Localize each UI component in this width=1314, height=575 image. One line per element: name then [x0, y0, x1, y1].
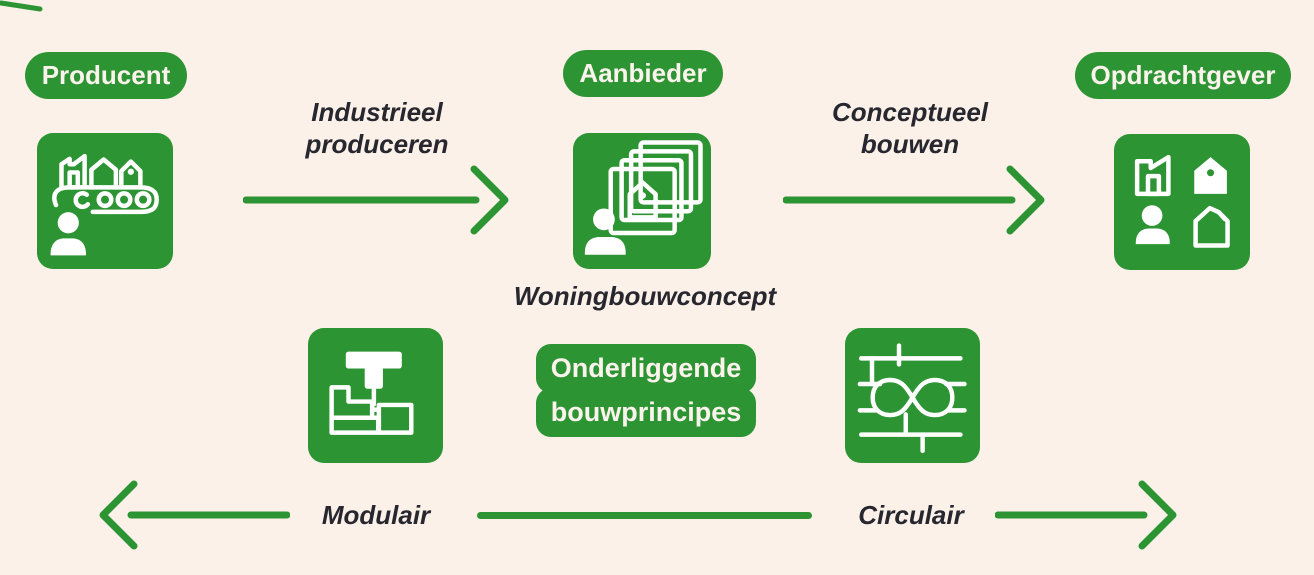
arrow-right-icon	[243, 165, 509, 235]
arrow-left-icon	[99, 480, 290, 550]
process-label-line1: Industrieel	[311, 97, 443, 127]
aanbieder-badge-label: Aanbieder	[579, 58, 707, 88]
arrow-right-icon	[995, 480, 1177, 550]
process-label-conceptueel-bouwen: Conceptueel bouwen	[810, 97, 1010, 160]
arrow-right-icon	[783, 165, 1045, 235]
badge-line2-text: bouwprincipes	[550, 397, 742, 427]
bouwprincipes-badge-line1: Onderliggende	[535, 344, 757, 393]
process-label-line2: produceren	[305, 128, 449, 159]
modular-blocks-icon	[308, 328, 443, 463]
circulair-label-text: Circulair	[858, 500, 964, 530]
woningbouwconcept-caption: Woningbouwconcept	[510, 281, 780, 312]
process-label-industrieel-produceren: Industrieel produceren	[277, 97, 477, 160]
producent-badge: Producent	[25, 52, 187, 99]
badge-line1-text: Onderliggende	[550, 353, 742, 383]
client-overview-icon	[1114, 134, 1250, 270]
process-label-line1: Conceptueel	[831, 97, 989, 127]
circulair-label: Circulair	[831, 500, 991, 531]
factory-conveyor-icon	[37, 133, 173, 269]
modulair-label-text: Modulair	[321, 500, 431, 530]
modulair-label: Modulair	[296, 500, 456, 531]
opdrachtgever-badge: Opdrachtgever	[1075, 52, 1291, 99]
aanbieder-badge: Aanbieder	[563, 50, 723, 97]
opdrachtgever-badge-label: Opdrachtgever	[1090, 60, 1276, 90]
connector-line	[477, 512, 812, 519]
concept-cards-icon	[573, 133, 711, 269]
bouwprincipes-badge-line2: bouwprincipes	[535, 388, 757, 437]
producent-badge-label: Producent	[41, 60, 171, 90]
process-label-line2: bouwen	[860, 128, 960, 159]
bouwprincipes-badge: Onderliggende bouwprincipes	[533, 344, 759, 437]
woningbouwconcept-caption-text: Woningbouwconcept	[513, 281, 777, 311]
corner-line-decoration	[0, 0, 43, 12]
circular-floors-icon	[845, 328, 980, 463]
